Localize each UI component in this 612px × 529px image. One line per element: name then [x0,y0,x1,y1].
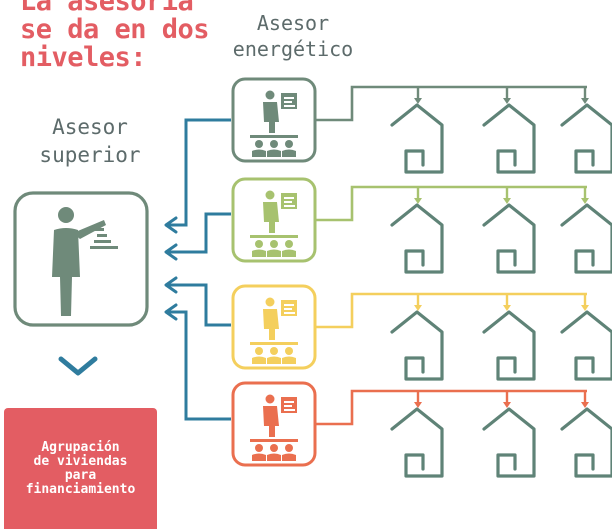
arrow-head [581,402,589,408]
house-icon [482,407,536,478]
arrow-head [414,305,422,311]
energy-advisor-rows [231,77,612,478]
presenter-with-audience-icon [250,394,298,461]
arrow-head [581,198,589,204]
presenter-icon [52,207,118,316]
house-icon [560,310,612,381]
arrow-head [581,98,589,104]
house-icon [390,203,444,274]
arrow-head [414,402,422,408]
presenter-with-audience-icon [250,190,298,257]
senior-advisor-line-1: Asesor [52,115,128,139]
house-connector [315,85,587,122]
box-line-1: Agrupación [41,439,120,455]
house-icon [560,103,612,174]
title-line-1: La asesoría [20,0,194,17]
title-line-3: niveles: [20,42,147,73]
title-line-2: se da en dos [20,14,210,45]
house-icon [560,203,612,274]
house-icon [482,310,536,381]
arrow-head [503,305,511,311]
housing-group-box: Agrupación de viviendas para financiamie… [4,408,157,529]
energy-advisor-label: Asesor energético [218,10,368,62]
energy-advisor-row-dark [231,77,612,174]
energy-advisor-row-yellow [231,284,612,381]
box-line-4: financiamiento [25,481,136,497]
house-connector [315,389,587,426]
house-icon [390,407,444,478]
arrow-head [414,198,422,204]
diagram-title: La asesoría se da en dos niveles: [20,0,220,72]
house-connector [315,185,587,222]
energy-advisor-line-1: Asesor [256,11,330,35]
energy-advisor-line-2: energético [232,37,354,61]
arrow-head [581,305,589,311]
house-icon [390,310,444,381]
arrow-head [503,98,511,104]
senior-advisor-line-2: superior [39,143,141,167]
senior-advisor-label: Asesor superior [20,113,160,169]
house-icon [482,203,536,274]
arrow-head [414,98,422,104]
house-connector [315,292,587,329]
house-icon [482,103,536,174]
presenter-with-audience-icon [250,297,298,364]
senior-advisor-box [13,191,149,327]
energy-advisor-row-green [231,177,612,274]
house-icon [560,407,612,478]
arrow-head [503,198,511,204]
chevron-down-icon [58,356,98,376]
house-icon [390,103,444,174]
arrow-head [503,402,511,408]
energy-advisor-row-orange [231,381,612,478]
box-line-3: para [64,467,97,483]
connectors-to-senior [164,118,231,421]
box-line-2: de viviendas [33,453,128,469]
presenter-with-audience-icon [250,90,298,157]
